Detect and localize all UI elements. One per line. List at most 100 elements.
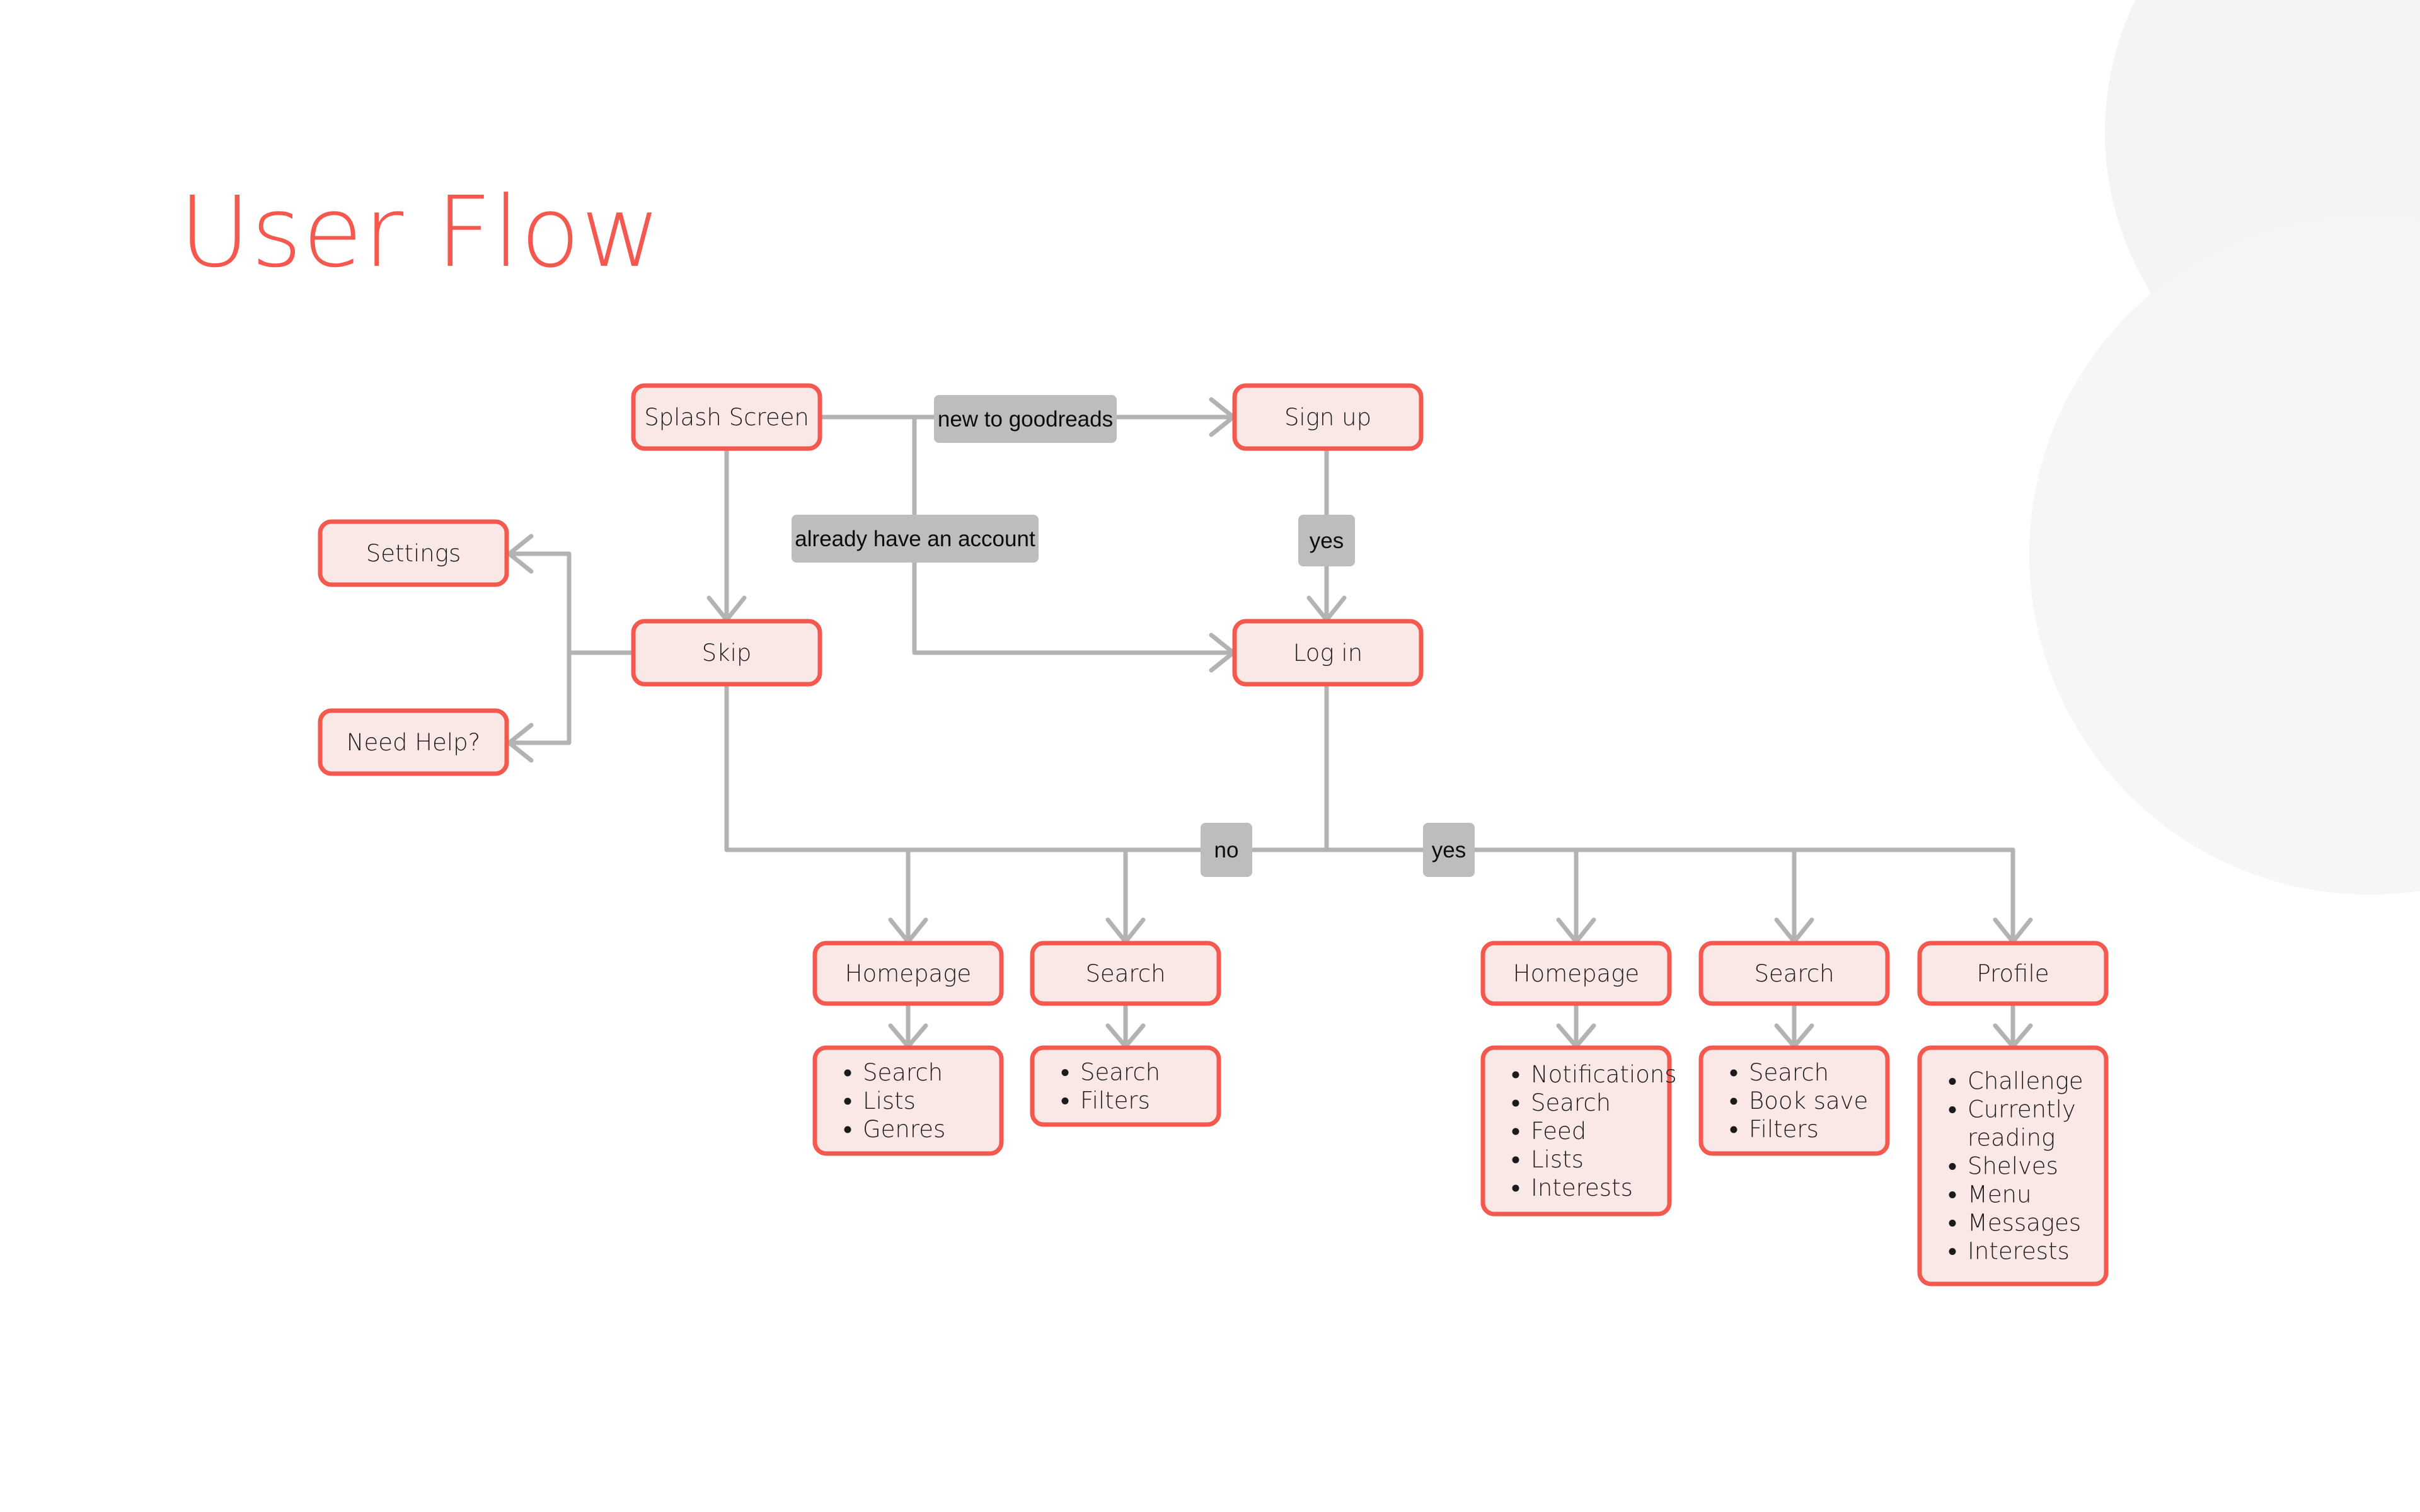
list-item: Search [1749,1059,1829,1086]
list-item: Notifications [1531,1061,1677,1088]
node-label: Splash Screen [644,404,809,431]
node-label: Homepage [1513,960,1639,987]
list-item: Search [863,1059,943,1086]
node-label: Settings [366,540,461,567]
flow-node-home_user[interactable]: Homepage [1480,941,1672,1006]
list-item: Feed [1531,1118,1586,1145]
list-node-background [812,1045,1004,1156]
node-background [1698,941,1890,1006]
edge-skip-to-needhelp [505,650,572,745]
node-background [1917,941,2109,1006]
list-bullet [1512,1071,1519,1079]
edge-skip-to-needhelp-arrowhead [507,723,534,763]
list-item: Messages [1968,1210,2081,1237]
list-bullet [1949,1248,1956,1255]
node-background [318,708,509,776]
node-background [631,619,822,687]
tag-label: already have an account [795,527,1035,551]
tag-background [1298,515,1355,566]
edge-splash-to-login [912,415,1237,655]
list-item: Lists [1531,1146,1584,1173]
tag-yes-login[interactable]: yes [1423,823,1475,877]
node-label: Log in [1293,639,1363,667]
list-bullet [1512,1128,1519,1135]
list-item: Lists [863,1087,916,1114]
list-bullet [1512,1099,1519,1107]
tag-label: yes [1310,529,1344,553]
list-bullet [1730,1069,1737,1077]
list-item: Currently [1968,1096,2076,1123]
list-bullet [1949,1078,1956,1085]
flow-node-splash[interactable]: Splash Screen [631,383,822,451]
flow-node-needhelp[interactable]: Need Help? [318,708,509,776]
tag-already-have-account[interactable]: already have an account [792,515,1039,563]
node-label: Skip [702,639,752,667]
list-item: Filters [1749,1116,1819,1143]
flow-node-profile[interactable]: Profile [1917,941,2109,1006]
flow-node-signup[interactable]: Sign up [1232,383,1424,451]
node-background [631,383,822,451]
flow-node-login[interactable]: Log in [1232,619,1424,687]
list-node-layer: SearchListsGenresSearchFiltersNotificati… [812,1045,2109,1286]
list-node-background [1030,1045,1221,1127]
tag-no[interactable]: no [1201,823,1252,877]
list-item: Interests [1968,1238,2070,1265]
node-background [812,941,1004,1006]
list-item: Search [1080,1059,1160,1086]
tag-label: no [1214,838,1239,862]
node-label: Need Help? [347,729,480,756]
tag-new-to-goodreads[interactable]: new to goodreads [934,395,1117,443]
list-item: Book save [1749,1087,1868,1114]
flow-node-settings[interactable]: Settings [318,519,509,587]
list-item: Shelves [1968,1153,2058,1180]
list-bullet [1512,1184,1519,1192]
edge-skip-to-guest-bus [724,682,1203,852]
node-label: Homepage [845,960,971,987]
node-label: Profile [1976,960,2049,987]
node-label: Search [1754,960,1834,987]
list-bullet [1061,1069,1069,1076]
node-background [1030,941,1221,1006]
list-node-background [1480,1045,1672,1217]
tag-background [934,395,1117,443]
node-label: Search [1085,960,1165,987]
tag-background [1201,823,1252,877]
tag-background [1423,823,1475,877]
list-bullet [844,1069,851,1077]
list-item: Search [1531,1089,1611,1116]
list-item: reading [1968,1125,2055,1152]
list-node-background [1917,1045,2109,1286]
flow-node-search_user[interactable]: Search [1698,941,1890,1006]
list-bullet [1949,1220,1956,1227]
list-bullet [1949,1106,1956,1113]
list-bullet [1949,1191,1956,1198]
tag-yes-signup[interactable]: yes [1298,515,1355,566]
flow-node-home_guest[interactable]: Homepage [812,941,1004,1006]
tag-label: new to goodreads [938,407,1113,432]
list-node-profile_items[interactable]: ChallengeCurrentlyreadingShelvesMenuMess… [1917,1045,2109,1286]
list-bullet [844,1097,851,1105]
flow-node-search_guest[interactable]: Search [1030,941,1221,1006]
list-item: Challenge [1968,1068,2083,1095]
list-bullet [1512,1156,1519,1164]
page-title: User Flow [179,175,662,289]
list-bullet [1730,1126,1737,1133]
flow-node-skip[interactable]: Skip [631,619,822,687]
list-bullet [1949,1163,1956,1170]
list-node-background [1698,1045,1890,1156]
tag-layer: new to goodreads already have an account y… [792,395,1475,877]
tag-background [792,515,1039,563]
list-item: Interests [1531,1174,1633,1201]
node-background [1232,619,1424,687]
node-background [1232,383,1424,451]
node-background [318,519,509,587]
edge-skip-to-settings-arrowhead [507,534,534,574]
edge-skip-to-settings [505,551,636,655]
list-item: Menu [1968,1181,2032,1208]
